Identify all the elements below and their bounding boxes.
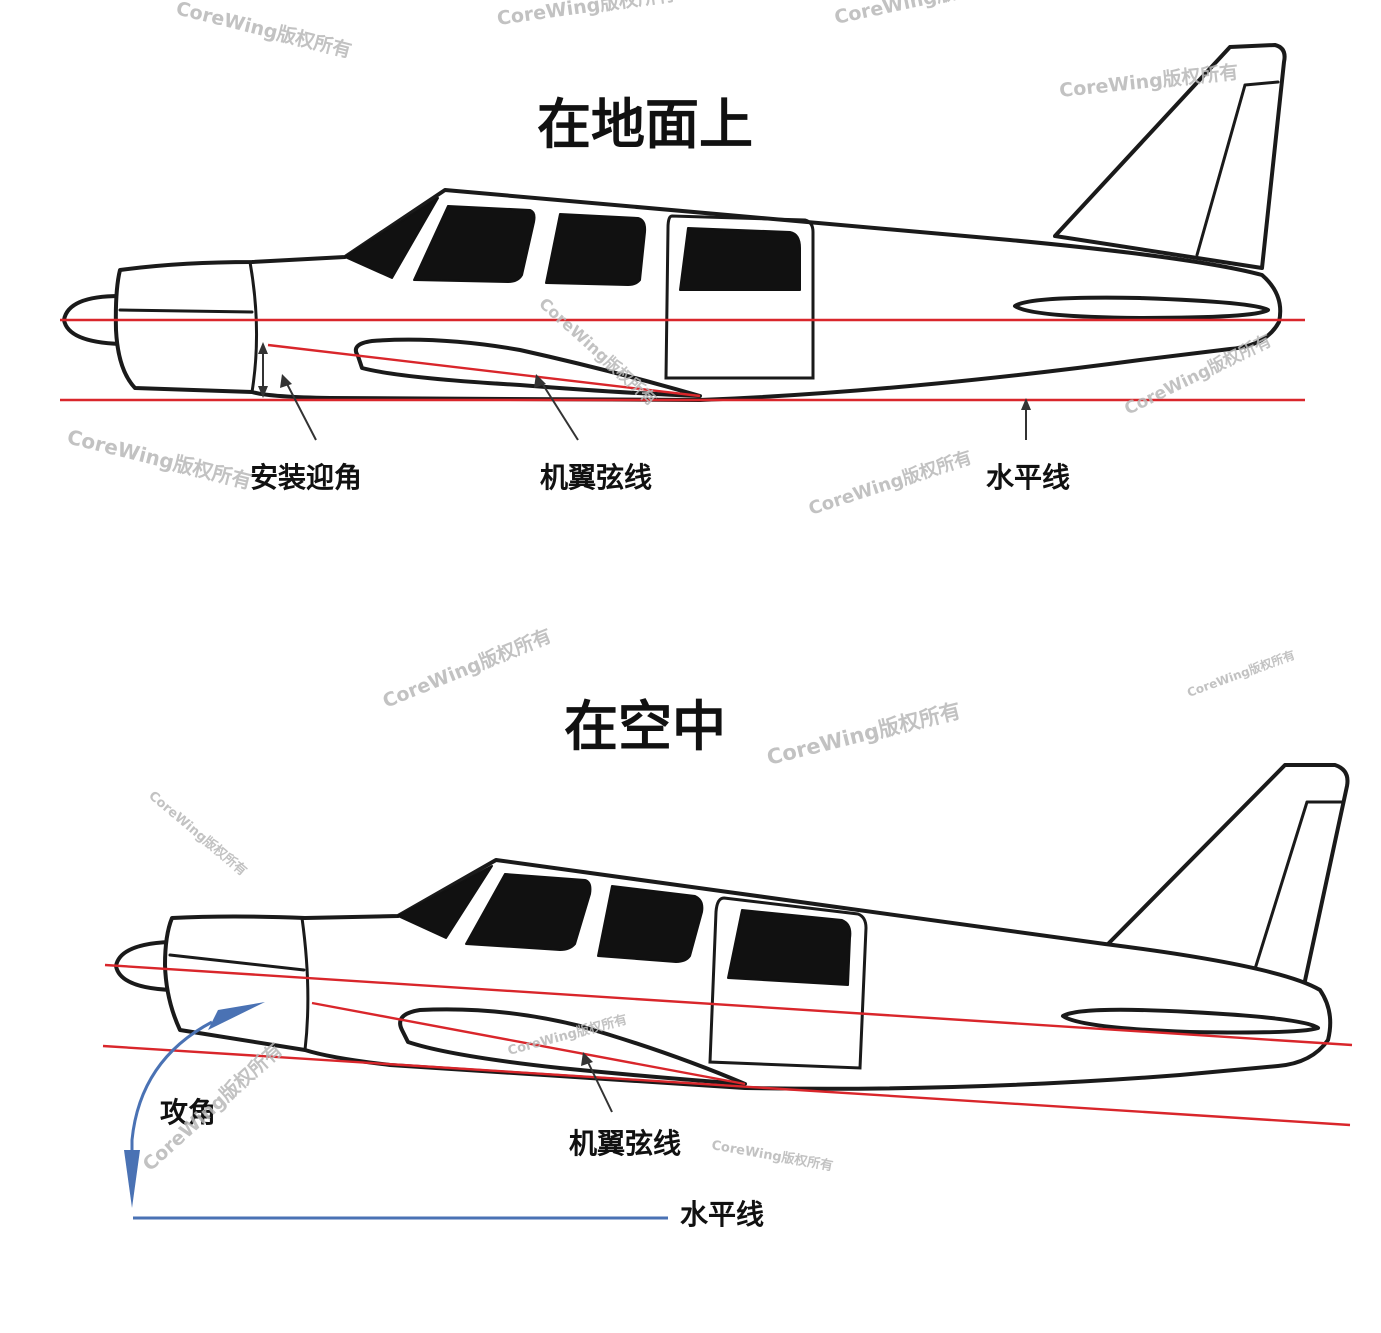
air-label-chord: 机翼弦线 — [569, 1127, 681, 1160]
watermark: CoreWing版权所有 — [764, 698, 963, 769]
air-tail-fin — [1106, 763, 1350, 992]
ground-stabilizer — [1013, 295, 1270, 320]
watermark: CoreWing版权所有 — [832, 0, 1013, 29]
ground-section: 在地面上 — [60, 43, 1305, 494]
air-window-3 — [727, 909, 852, 986]
ground-wing — [353, 337, 702, 398]
air-aoa-arrowhead-top — [208, 1002, 265, 1030]
ground-tail-fin — [1053, 43, 1287, 270]
ground-door — [664, 214, 815, 380]
air-window-2 — [597, 885, 704, 963]
air-airplane — [114, 763, 1350, 1091]
watermark: CoreWing版权所有 — [379, 624, 554, 713]
ground-leader-lines — [280, 374, 1031, 441]
air-wing-chord-line — [311, 1001, 746, 1086]
ground-incidence-arrows — [258, 342, 268, 398]
air-wing — [398, 1007, 747, 1086]
air-title: 在空中 — [564, 695, 726, 758]
air-section: 在空中 — [102, 695, 1353, 1231]
air-cowling-line — [168, 953, 306, 972]
air-label-aoa: 攻角 — [160, 1096, 216, 1129]
air-rudder-line — [1248, 800, 1344, 987]
ground-airplane — [62, 43, 1287, 402]
air-lower-reference-line — [102, 1044, 1351, 1127]
air-stabilizer — [1061, 1007, 1320, 1035]
ground-window-3 — [679, 227, 801, 291]
watermark: CoreWing版权所有 — [174, 0, 354, 62]
air-window-1 — [465, 873, 592, 951]
ground-rudder-line — [1195, 80, 1280, 257]
watermark: CoreWing版权所有 — [1185, 647, 1297, 700]
watermark: CoreWing版权所有 — [65, 425, 255, 494]
air-windshield — [397, 865, 493, 939]
ground-cowling-seam — [248, 260, 259, 394]
watermark: CoreWing版权所有 — [495, 0, 676, 30]
ground-window-2 — [545, 213, 647, 286]
ground-wing-chord-line — [267, 343, 701, 398]
air-aoa-arrow — [124, 1002, 265, 1208]
air-label-horizon: 水平线 — [680, 1198, 764, 1231]
ground-cowling-line — [118, 308, 254, 314]
watermark: CoreWing版权所有 — [806, 446, 975, 520]
ground-label-incidence: 安装迎角 — [250, 461, 362, 494]
air-cowling-seam — [300, 916, 310, 1052]
air-chord-leader — [581, 1052, 613, 1113]
air-fuselage-reference-line — [104, 963, 1353, 1047]
air-door — [708, 896, 868, 1070]
watermark: CoreWing版权所有 — [145, 788, 250, 879]
ground-title: 在地面上 — [537, 93, 753, 156]
ground-label-horizon: 水平线 — [986, 461, 1070, 494]
ground-windshield — [344, 197, 439, 279]
ground-window-1 — [413, 205, 536, 283]
ground-label-chord: 机翼弦线 — [540, 461, 652, 494]
watermark: CoreWing版权所有 — [710, 1137, 834, 1174]
air-aoa-arrowhead-bottom — [124, 1150, 140, 1208]
